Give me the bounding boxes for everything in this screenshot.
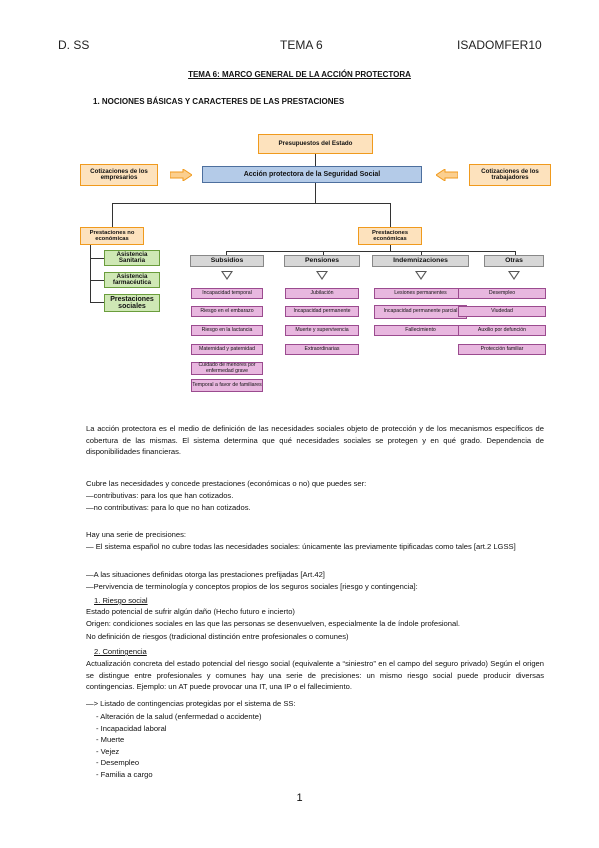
- pension-item: Muerte y supervivencia: [285, 325, 359, 336]
- box-otras: Otras: [484, 255, 544, 267]
- paragraph-definicion: La acción protectora es el medio de defi…: [86, 424, 544, 457]
- triangle-icon: [415, 271, 427, 280]
- connector: [112, 203, 390, 204]
- connector: [390, 203, 391, 227]
- list-item: - Incapacidad laboral: [96, 723, 167, 733]
- connector: [90, 258, 104, 259]
- arrow-right-icon: [170, 169, 192, 181]
- box-presupuestos: Presupuestos del Estado: [258, 134, 373, 154]
- connector: [315, 154, 316, 166]
- connector: [390, 245, 391, 251]
- heading-contingencia: 2. Contingencia: [94, 647, 147, 656]
- subsidio-item: Cuidado de menores por enfermedad grave: [191, 362, 263, 375]
- otras-item: Viudedad: [458, 306, 546, 317]
- subsidio-item: Riesgo en la lactancia: [191, 325, 263, 336]
- list-item: - Alteración de la salud (enfermedad o a…: [96, 712, 262, 721]
- protection-diagram: Presupuestos del Estado Cotizaciones de …: [78, 130, 553, 395]
- subsidio-item: Incapacidad temporal: [191, 288, 263, 299]
- paragraph-prestaciones: Cubre las necesidades y concede prestaci…: [86, 479, 367, 488]
- line-precision-2: —A las situaciones definidas otorga las …: [86, 570, 325, 579]
- connector: [323, 251, 324, 255]
- line-riesgo-3: No definición de riesgos (tradicional di…: [86, 632, 349, 641]
- connector: [90, 302, 104, 303]
- header-left: D. SS: [58, 38, 90, 52]
- connector: [226, 251, 227, 255]
- triangle-icon: [508, 271, 520, 280]
- header-center: TEMA 6: [280, 38, 323, 52]
- line-riesgo-2: Origen: condiciones sociales en las que …: [86, 619, 461, 628]
- triangle-icon: [221, 271, 233, 280]
- line-precision-3: —Pervivencia de terminología y conceptos…: [86, 582, 418, 591]
- indemnizacion-item: Incapacidad permanente parcial: [374, 305, 467, 319]
- list-item: - Muerte: [96, 735, 125, 745]
- line-no-contributivas: —no contributivas: para lo que no han co…: [86, 503, 251, 512]
- contingencias-list: - Alteración de la salud (enfermedad o a…: [96, 711, 396, 781]
- list-item: - Vejez: [96, 746, 120, 756]
- box-cotizaciones-trabajadores: Cotizaciones de los trabajadores: [469, 164, 551, 186]
- connector: [315, 183, 316, 203]
- connector: [112, 203, 113, 227]
- indemnizacion-item: Lesiones permanentes: [374, 288, 467, 299]
- triangle-icon: [316, 271, 328, 280]
- paragraph-contingencia: Actualización concreta del estado potenc…: [86, 659, 544, 692]
- subsidio-item: Riesgo en el embarazo: [191, 306, 263, 317]
- box-pensiones: Pensiones: [284, 255, 360, 267]
- otras-item: Protección familiar: [458, 344, 546, 355]
- paragraph-precisiones: Hay una serie de precisiones:: [86, 530, 187, 539]
- connector: [421, 251, 422, 255]
- box-no-economicas: Prestaciones no económicas: [80, 227, 144, 245]
- line-listado: —> Listado de contingencias protegidas p…: [86, 699, 296, 708]
- indemnizacion-item: Fallecimiento: [374, 325, 467, 336]
- box-subsidios: Subsidios: [190, 255, 264, 267]
- arrow-left-icon: [436, 169, 458, 181]
- box-asistencia-farmaceutica: Asistencia farmacéutica: [104, 272, 160, 288]
- subsidio-item: Temporal a favor de familiares: [191, 379, 263, 392]
- page-title: TEMA 6: MARCO GENERAL DE LA ACCIÓN PROTE…: [188, 70, 411, 79]
- otras-item: Auxilio por defunción: [458, 325, 546, 336]
- header-right: ISADOMFER10: [457, 38, 542, 52]
- subsidio-item: Maternidad y paternidad: [191, 344, 263, 355]
- list-item: - Desempleo: [96, 758, 140, 768]
- pension-item: Extraordinarias: [285, 344, 359, 355]
- box-indemnizaciones: Indemnizaciones: [372, 255, 469, 267]
- connector: [90, 245, 91, 303]
- line-riesgo-1: Estado potencial de sufrir algún daño (H…: [86, 607, 295, 616]
- line-precision-1: — El sistema español no cubre todas las …: [86, 542, 516, 551]
- pension-item: Jubilación: [285, 288, 359, 299]
- box-economicas: Prestaciones económicas: [358, 227, 422, 245]
- pension-item: Incapacidad permanente: [285, 306, 359, 317]
- heading-riesgo-social: 1. Riesgo social: [94, 596, 148, 605]
- box-prestaciones-sociales: Prestaciones sociales: [104, 294, 160, 312]
- box-asistencia-sanitaria: Asistencia Sanitaria: [104, 250, 160, 266]
- connector: [226, 251, 515, 252]
- connector: [90, 280, 104, 281]
- box-cotizaciones-empresarios: Cotizaciones de los empresarios: [80, 164, 158, 186]
- otras-item: Desempleo: [458, 288, 546, 299]
- list-item: - Familia a cargo: [96, 769, 153, 779]
- section-heading: 1. NOCIONES BÁSICAS Y CARACTERES DE LAS …: [93, 97, 345, 106]
- line-contributivas: —contributivas: para los que han cotizad…: [86, 491, 234, 500]
- page-number: 1: [296, 792, 303, 804]
- connector: [515, 251, 516, 255]
- box-accion-protectora: Acción protectora de la Seguridad Social: [202, 166, 422, 183]
